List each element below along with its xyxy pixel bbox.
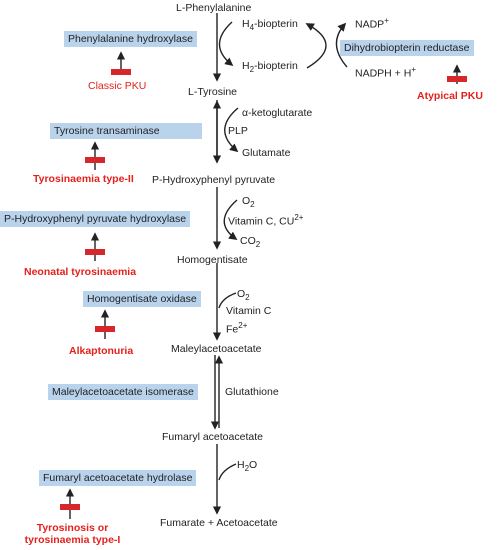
arrow-o2-to-hga xyxy=(218,292,237,309)
disorder-atypical-pku: Atypical PKU xyxy=(417,90,483,102)
cofactor-o2-hgd: O2 xyxy=(237,288,250,303)
cofactor-glutathione: Glutathione xyxy=(225,386,279,398)
block-atypical-pku xyxy=(447,76,467,82)
metabolite-maleylacetoacetate: Maleylacetoacetate xyxy=(171,343,262,355)
enzyme-hpp-hydroxylase: P-Hydroxyphenyl pyruvate hydroxylase xyxy=(0,211,191,227)
cofactor-fe: Fe2+ xyxy=(226,321,248,336)
disorder-tyrosinosis-type-1: Tyrosinosis or tyrosinaemia type-I xyxy=(15,522,130,546)
enzyme-fumarylacetoacetate-hydrolase: Fumaryl acetoacetate hydrolase xyxy=(39,470,197,486)
cofactor-o2-hppd: O2 xyxy=(242,195,255,210)
metabolite-tyrosine: L-Tyrosine xyxy=(188,86,238,98)
block-classic-pku xyxy=(111,69,131,75)
disorder-tyrosinosis-line1: Tyrosinosis or xyxy=(36,522,109,534)
metabolite-phenylalanine: L-Phenylalanine xyxy=(176,2,252,14)
cofactor-nadp: NADP+ xyxy=(355,16,389,31)
cofactor-vitc-cu: Vitamin C, CU2+ xyxy=(228,213,304,228)
metabolite-homogentisate: Homogentisate xyxy=(177,254,248,266)
enzyme-maleylacetoacetate-isomerase: Maleylacetoacetate isomerase xyxy=(48,384,198,400)
disorder-tyrosinosis-line2: tyrosinaemia type-I xyxy=(24,534,121,546)
arrow-o2-to-co2 xyxy=(223,199,238,240)
arrow-h2o-hydrolysis xyxy=(218,463,237,481)
block-neonatal xyxy=(85,249,105,255)
cofactor-glutamate: Glutamate xyxy=(242,147,291,159)
arrow-h4-to-h2 xyxy=(218,21,234,67)
cofactor-akg: α-ketoglutarate xyxy=(242,107,313,119)
enzyme-homogentisate-oxidase: Homogentisate oxidase xyxy=(83,291,201,307)
disorder-neonatal-tyrosinaemia: Neonatal tyrosinaemia xyxy=(24,266,137,278)
disorder-classic-pku: Classic PKU xyxy=(88,80,147,92)
disorder-alkaptonuria: Alkaptonuria xyxy=(69,345,134,357)
cofactor-plp: PLP xyxy=(228,125,248,137)
cofactor-co2: CO2 xyxy=(240,235,261,250)
enzyme-dihydrobiopterin-reductase: Dihydrobiopterin reductase xyxy=(340,40,474,56)
enzyme-phenylalanine-hydroxylase: Phenylalanine hydroxylase xyxy=(64,31,197,47)
arrow-akg-to-glu xyxy=(224,107,239,153)
metabolite-products: Fumarate + Acetoacetate xyxy=(160,517,278,529)
cofactor-h2o: H2O xyxy=(237,459,258,474)
cofactor-vitc: Vitamin C xyxy=(226,305,272,317)
cofactor-nadph: NADPH + H+ xyxy=(355,65,416,80)
arrow-nadph-to-nadp xyxy=(335,22,348,68)
arrow-h2-to-h4 xyxy=(305,23,327,69)
disorder-tyrosinaemia-type-2: Tyrosinaemia type-II xyxy=(33,173,134,185)
block-alkaptonuria xyxy=(95,326,115,332)
block-tyr1 xyxy=(60,504,80,510)
metabolite-hpp: P-Hydroxyphenyl pyruvate xyxy=(152,174,276,186)
metabolite-fumarylacetoacetate: Fumaryl acetoacetate xyxy=(162,431,263,443)
cofactor-h4-biopterin: H4-biopterin xyxy=(242,18,298,33)
enzyme-tyrosine-transaminase: Tyrosine transaminase xyxy=(50,123,202,139)
cofactor-h2-biopterin: H2-biopterin xyxy=(242,60,298,75)
block-tyr2 xyxy=(85,157,105,163)
